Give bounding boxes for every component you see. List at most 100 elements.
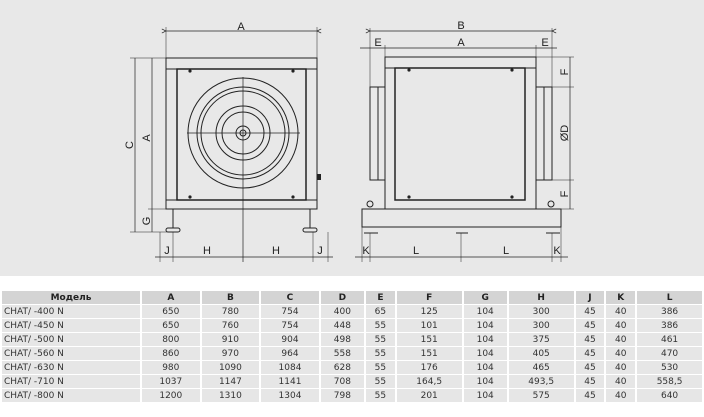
value-cell: 400 (320, 305, 364, 318)
column-header-l: L (637, 291, 702, 304)
value-cell: 386 (637, 319, 702, 332)
value-cell: 40 (606, 389, 636, 402)
value-cell: 461 (637, 333, 702, 346)
dim-label-e-left: E (374, 37, 381, 49)
value-cell: 104 (463, 375, 507, 388)
value-cell: 980 (142, 361, 200, 374)
value-cell: 780 (201, 305, 260, 318)
value-cell: 650 (142, 305, 200, 318)
column-header-model: Модель (2, 291, 140, 304)
model-cell: CHAT/ -500 N (2, 333, 140, 346)
value-cell: 628 (320, 361, 364, 374)
value-cell: 1084 (261, 361, 319, 374)
value-cell: 45 (575, 375, 605, 388)
column-header-a: A (142, 291, 200, 304)
column-header-d: D (320, 291, 364, 304)
value-cell: 493,5 (508, 375, 574, 388)
value-cell: 470 (637, 347, 702, 360)
dim-label-h-right: H (272, 245, 280, 257)
column-header-c: C (261, 291, 319, 304)
value-cell: 650 (142, 319, 200, 332)
value-cell: 575 (508, 389, 574, 402)
value-cell: 970 (201, 347, 260, 360)
model-cell: CHAT/ -400 N (2, 305, 140, 318)
dim-label-l-left: L (413, 245, 419, 257)
dim-label-a-vertical: A (141, 134, 153, 142)
value-cell: 151 (396, 333, 462, 346)
front-view (130, 27, 333, 262)
value-cell: 45 (575, 347, 605, 360)
value-cell: 964 (261, 347, 319, 360)
value-cell: 754 (261, 319, 319, 332)
column-header-h: H (508, 291, 574, 304)
value-cell: 498 (320, 333, 364, 346)
value-cell: 40 (606, 305, 636, 318)
model-cell: CHAT/ -450 N (2, 319, 140, 332)
value-cell: 176 (396, 361, 462, 374)
value-cell: 55 (366, 347, 395, 360)
value-cell: 55 (366, 333, 395, 346)
value-cell: 101 (396, 319, 462, 332)
dim-label-a: A (237, 21, 245, 33)
column-header-g: G (463, 291, 507, 304)
dim-label-f-bottom: F (559, 190, 571, 197)
value-cell: 530 (637, 361, 702, 374)
value-cell: 800 (142, 333, 200, 346)
value-cell: 760 (201, 319, 260, 332)
dim-label-h-left: H (203, 245, 211, 257)
value-cell: 860 (142, 347, 200, 360)
value-cell: 125 (396, 305, 462, 318)
value-cell: 1141 (261, 375, 319, 388)
dim-label-j-left: J (164, 245, 170, 257)
model-cell: CHAT/ -800 N (2, 389, 140, 402)
value-cell: 55 (366, 389, 395, 402)
dim-label-k-right: K (553, 245, 561, 257)
value-cell: 448 (320, 319, 364, 332)
model-cell: CHAT/ -630 N (2, 361, 140, 374)
value-cell: 1304 (261, 389, 319, 402)
value-cell: 45 (575, 333, 605, 346)
value-cell: 1037 (142, 375, 200, 388)
dim-label-g: G (141, 217, 153, 226)
value-cell: 164,5 (396, 375, 462, 388)
column-header-e: E (366, 291, 395, 304)
value-cell: 104 (463, 305, 507, 318)
column-header-j: J (575, 291, 605, 304)
value-cell: 104 (463, 347, 507, 360)
column-header-b: B (201, 291, 260, 304)
dimension-drawing: A C A G J H H J B E A E F ØD (0, 0, 704, 276)
value-cell: 201 (396, 389, 462, 402)
value-cell: 40 (606, 347, 636, 360)
value-cell: 104 (463, 333, 507, 346)
value-cell: 45 (575, 319, 605, 332)
value-cell: 40 (606, 333, 636, 346)
value-cell: 1200 (142, 389, 200, 402)
value-cell: 104 (463, 389, 507, 402)
value-cell: 45 (575, 361, 605, 374)
value-cell: 465 (508, 361, 574, 374)
value-cell: 151 (396, 347, 462, 360)
column-header-k: K (606, 291, 636, 304)
dim-label-k-left: K (362, 245, 370, 257)
value-cell: 300 (508, 305, 574, 318)
value-cell: 40 (606, 361, 636, 374)
value-cell: 55 (366, 361, 395, 374)
value-cell: 45 (575, 389, 605, 402)
side-view (355, 28, 574, 262)
dim-label-l-right: L (503, 245, 509, 257)
value-cell: 40 (606, 319, 636, 332)
value-cell: 405 (508, 347, 574, 360)
model-cell: CHAT/ -710 N (2, 375, 140, 388)
value-cell: 55 (366, 319, 395, 332)
dim-label-b: B (457, 20, 464, 32)
value-cell: 1147 (201, 375, 260, 388)
